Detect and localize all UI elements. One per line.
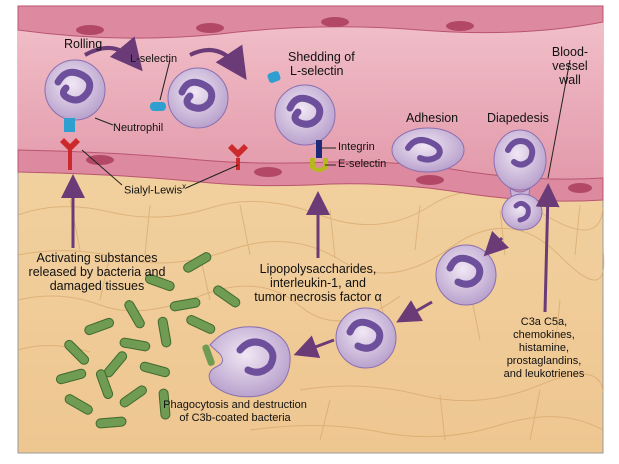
label-c3a-5: and leukotrienes [503, 368, 585, 380]
label-phago-2: of C3b-coated bacteria [179, 412, 291, 424]
sialyl-lewis-receptor-1 [60, 138, 80, 170]
rolling-arrow-2 [189, 44, 247, 80]
label-lps-1: Lipopolysaccharides, [259, 262, 377, 276]
label-lps-2: interleukin-1, and [270, 276, 366, 290]
label-sialyl-lewis-text: Sialyl-Lewis [124, 184, 183, 197]
label-shedding-2: L-selectin [290, 64, 344, 78]
neutrophil-rolling-1 [44, 59, 106, 121]
neutrophil-diapedesis [493, 129, 547, 231]
label-neutrophil: Neutrophil [113, 122, 164, 134]
integrin-mark [316, 140, 322, 158]
label-vessel-wall-2: vessel [552, 59, 588, 73]
label-rolling: Rolling [64, 37, 103, 51]
rolling-arrow-1 [84, 36, 143, 72]
label-sialyl-lewis-sup: x [182, 182, 187, 191]
upper-wall-nuclei [76, 17, 474, 35]
label-phago-1: Phagocytosis and destruction [163, 399, 307, 411]
label-c3a-1: C3a C5a, [520, 316, 568, 328]
label-c3a-3: histamine, [518, 342, 570, 354]
neutrophil-adhesion [391, 127, 465, 173]
label-integrin: Integrin [338, 141, 375, 153]
label-activating-3: damaged tissues [49, 279, 145, 293]
migration-arrows [293, 230, 510, 358]
label-c3a-4: prostaglandins, [506, 355, 582, 367]
neutrophil-rolling-2 [167, 67, 229, 129]
e-selectin-mark [310, 158, 328, 172]
label-c3a-2: chemokines, [513, 329, 575, 341]
l-selectin-cell-2 [150, 102, 166, 111]
label-sialyl-lewis: Sialyl-Lewisx [124, 180, 186, 198]
label-activating-1: Activating substances [36, 251, 158, 265]
label-activating-2: released by bacteria and [28, 265, 166, 279]
vessel-wall-pointer [547, 59, 571, 179]
sialyl-lewis-receptor-2 [228, 144, 248, 170]
label-e-selectin: E-selectin [338, 158, 387, 170]
vessel-lower-wall [17, 149, 604, 202]
l-selectin-bound [64, 118, 75, 132]
neutrophil-tissue-1 [435, 244, 497, 306]
label-diapedesis: Diapedesis [487, 111, 549, 125]
leader-lines [81, 59, 336, 189]
chemotaxis-arrows [61, 174, 560, 313]
label-adhesion: Adhesion [406, 111, 459, 125]
label-vessel-wall-3: wall [559, 73, 581, 87]
l-selectin-shed [267, 71, 281, 83]
neutrophil-shedding [274, 84, 336, 146]
neutrophil-tissue-2 [335, 307, 397, 369]
label-shedding-1: Shedding of [288, 50, 355, 64]
label-lps-3: tumor necrosis factor α [254, 290, 382, 304]
lower-wall-nuclei [86, 155, 592, 193]
label-l-selectin: L-selectin [130, 53, 178, 65]
label-vessel-wall-1: Blood- [551, 45, 589, 59]
neutrophil-phagocytosing [202, 326, 291, 398]
bacteria-cluster [55, 252, 241, 429]
